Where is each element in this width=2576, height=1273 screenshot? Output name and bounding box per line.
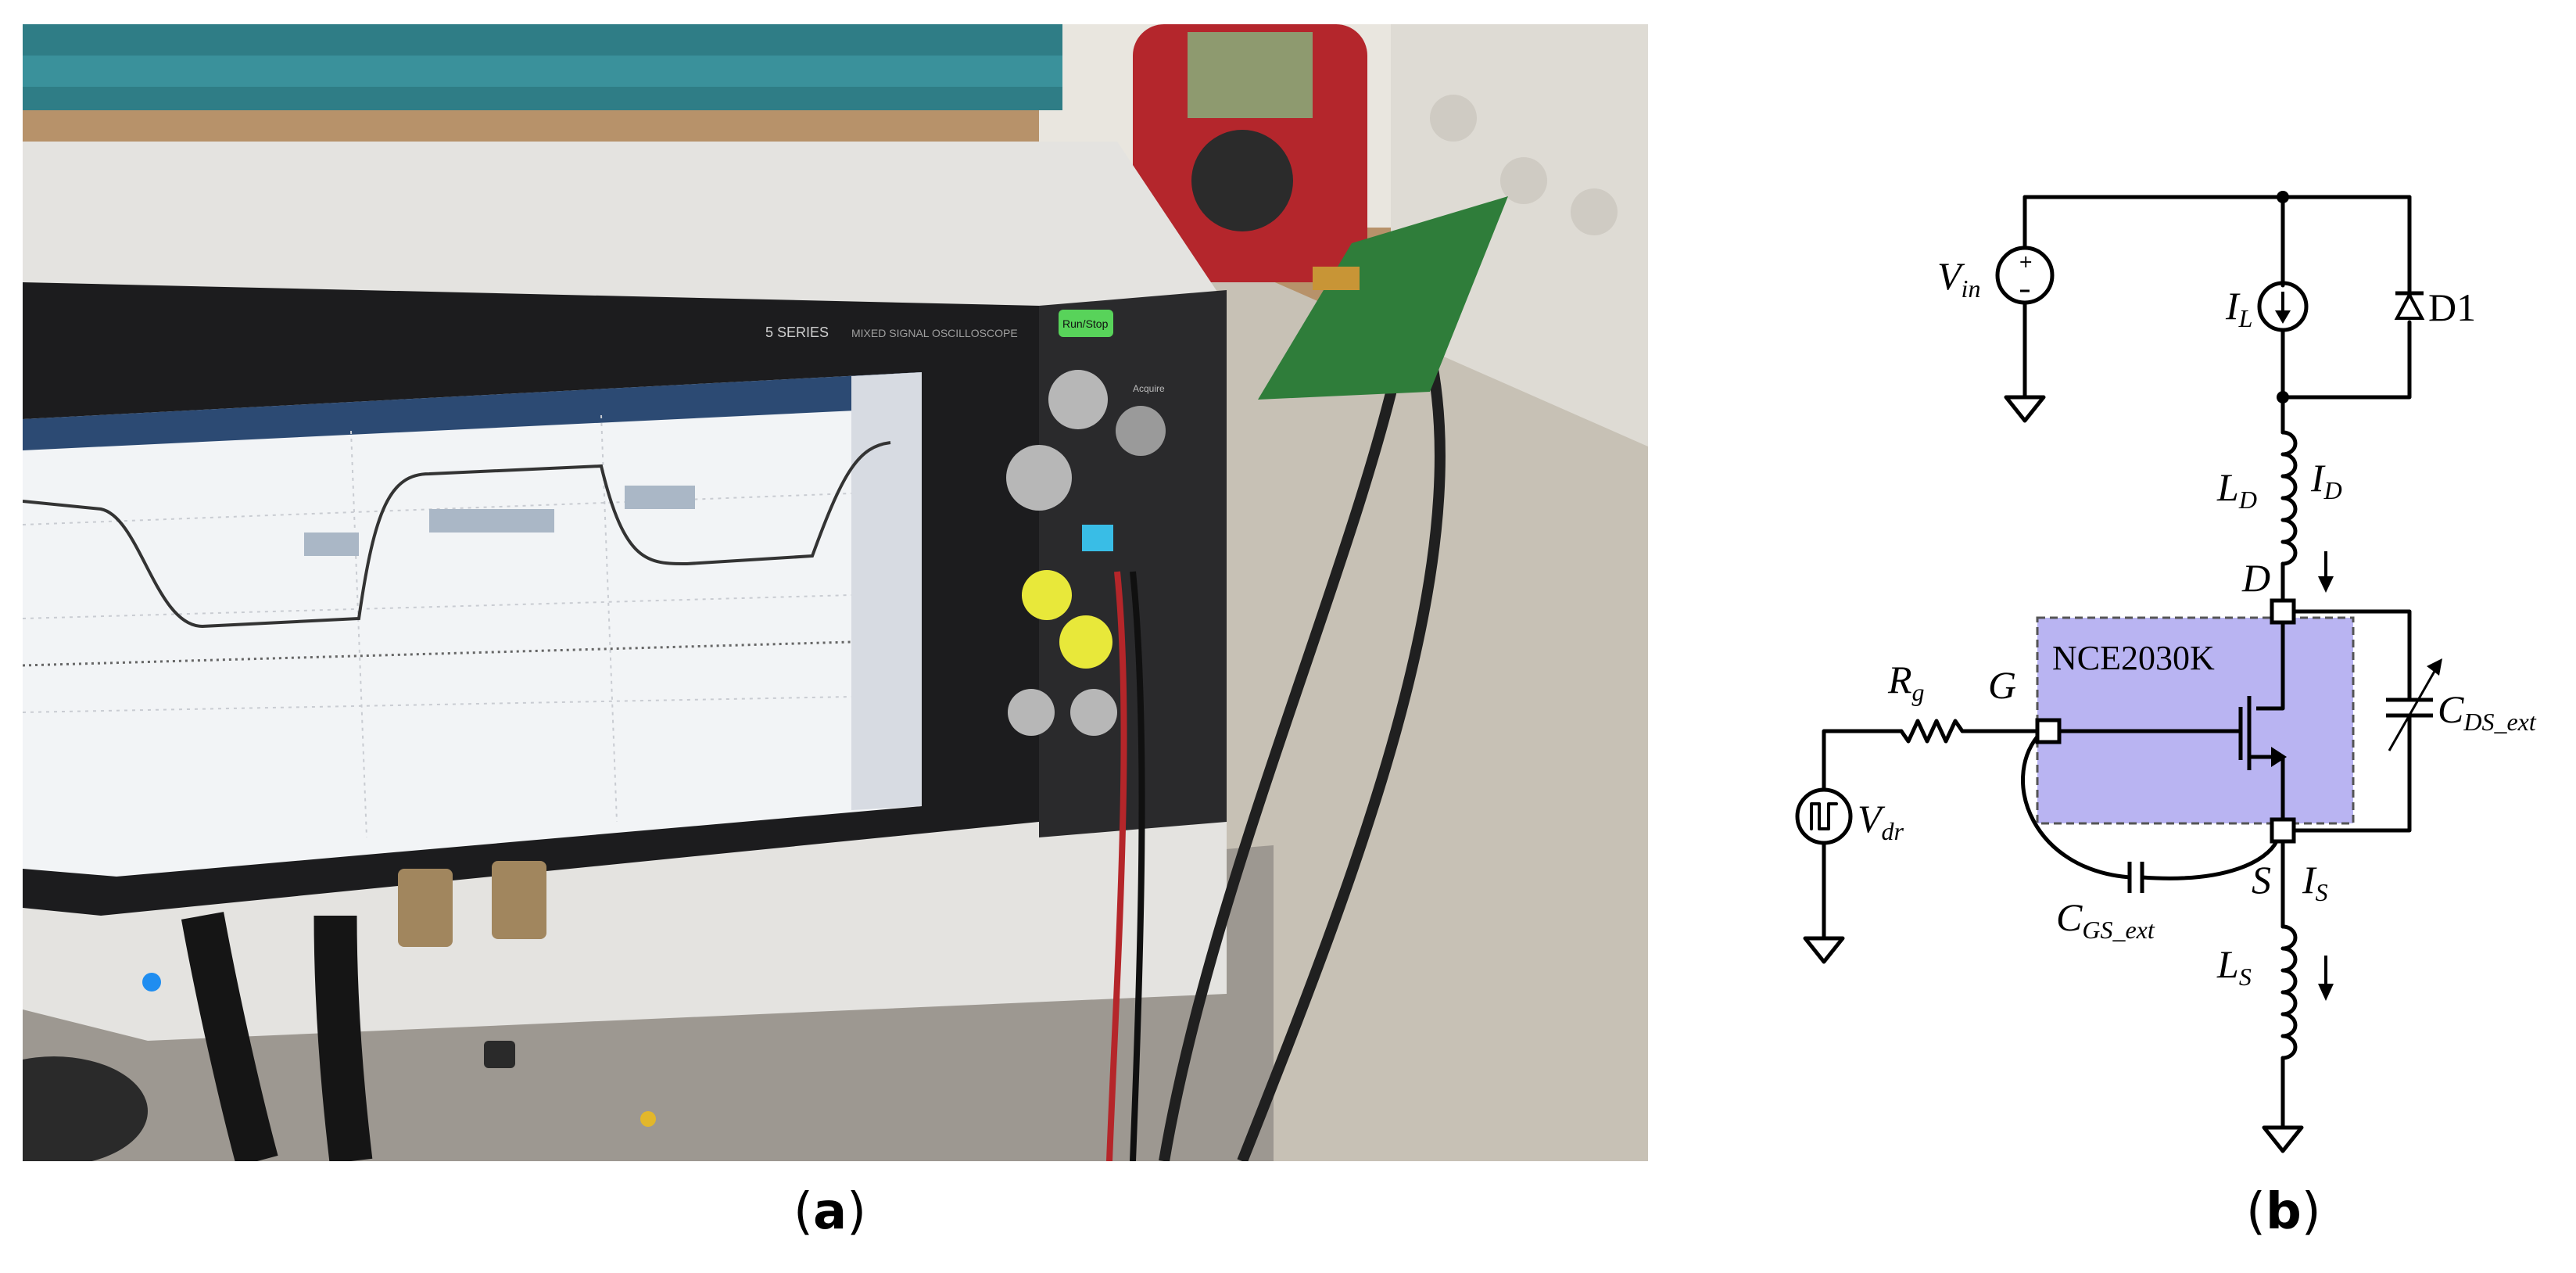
run-stop-button[interactable] xyxy=(1059,310,1113,337)
gate-voltage-waveform xyxy=(23,640,852,667)
device-name: NCE2030K xyxy=(2052,639,2215,677)
pulse-icon xyxy=(1810,802,1838,830)
run-stop-label: Run/Stop xyxy=(1062,317,1109,330)
board-component xyxy=(1313,267,1360,290)
caption-a-letter: a xyxy=(812,1183,847,1241)
channel-button[interactable] xyxy=(1082,525,1113,551)
cds-label: CDS_ext xyxy=(2438,687,2537,736)
scope-knob[interactable] xyxy=(1008,689,1055,736)
cgs-wire-right xyxy=(2140,839,2279,880)
vdr-ground-icon xyxy=(1803,936,1845,964)
measurement-badge xyxy=(429,509,554,533)
psu-knob xyxy=(1500,157,1547,204)
cgs-wire-left xyxy=(2021,734,2132,880)
cgs-label: CGS_ext xyxy=(2056,895,2155,944)
caption-b-letter: b xyxy=(2265,1183,2302,1241)
il-arrow-icon xyxy=(2275,310,2291,324)
vin-ground-icon xyxy=(2004,395,2046,423)
vdr-label: Vdr xyxy=(1858,797,1904,845)
d1-wire-bottom xyxy=(2280,320,2412,400)
id-label: ID xyxy=(2310,456,2342,504)
caption-a: (a) xyxy=(794,1183,867,1241)
multimeter-display xyxy=(1188,32,1313,118)
circuit-schematic: NCE2030K + Vin IL D1 LD ID D Rg G CDS_ex… xyxy=(1795,191,2537,1153)
panel-label: Acquire xyxy=(1133,383,1165,394)
gate-terminal xyxy=(2035,718,2062,744)
gate-label: G xyxy=(1988,663,2016,707)
caption-b: (b) xyxy=(2246,1183,2321,1241)
diode-d1-icon xyxy=(2394,291,2425,320)
power-button-icon[interactable] xyxy=(142,973,161,992)
is-arrow-icon xyxy=(2318,984,2334,1001)
drain-label: D xyxy=(2241,556,2270,600)
mosfet-arrow-icon xyxy=(2271,747,2287,767)
cds-wire-bottom xyxy=(2291,713,2412,833)
scope-knob[interactable] xyxy=(1116,406,1166,456)
scope-brand-text: 5 SERIES xyxy=(765,325,829,340)
mosfet-device-box xyxy=(2036,616,2355,825)
cds-variable-arrow xyxy=(2388,668,2438,751)
source-ground-icon xyxy=(2262,1125,2304,1153)
scope-knob[interactable] xyxy=(1006,445,1072,511)
scope-knob[interactable] xyxy=(1070,689,1117,736)
ls-inductor xyxy=(2280,924,2298,1060)
id-arrow-icon xyxy=(2318,576,2334,593)
cds-variable-arrowhead xyxy=(2427,658,2442,676)
drain-voltage-waveform xyxy=(23,441,891,629)
drain-terminal xyxy=(2270,598,2296,625)
screen-side-panel xyxy=(851,372,922,810)
probe-cable xyxy=(313,915,373,1161)
junction-dot xyxy=(2277,191,2289,203)
small-component xyxy=(484,1041,515,1068)
channel-knob[interactable] xyxy=(1022,570,1072,620)
computer-mouse xyxy=(23,1056,148,1161)
black-test-lead xyxy=(1130,571,1145,1161)
vin-plus-icon: + xyxy=(2019,253,2033,272)
source-label: S xyxy=(2252,858,2271,902)
probe-cable xyxy=(181,912,278,1161)
scope-subtitle-text: MIXED SIGNAL OSCILLOSCOPE xyxy=(851,327,1018,339)
multimeter-dial xyxy=(1191,130,1293,231)
yellow-dot xyxy=(640,1111,656,1127)
il-label: IL xyxy=(2225,284,2252,332)
oscilloscope-screen xyxy=(23,372,922,877)
test-circuit-board xyxy=(1258,196,1508,400)
psu-knob xyxy=(1430,95,1477,142)
ls-label: LS xyxy=(2216,942,2252,991)
vdr-source-circle xyxy=(1795,787,1853,845)
rg-resistor xyxy=(1899,719,1965,744)
screen-menu-bar xyxy=(23,372,922,450)
is-label: IS xyxy=(2302,858,2328,906)
cds-wire-top xyxy=(2291,609,2412,702)
channel-knob[interactable] xyxy=(1059,615,1112,669)
lab-setup-photo: 5 SERIES MIXED SIGNAL OSCILLOSCOPE Run/S… xyxy=(23,24,1648,1161)
probe-connector xyxy=(398,869,453,947)
psu-knob xyxy=(1571,188,1618,235)
probe-connector xyxy=(492,861,546,939)
red-test-lead xyxy=(1106,571,1127,1161)
probe-cable xyxy=(1237,351,1446,1161)
diode-label: D1 xyxy=(2428,285,2476,329)
probe-cable xyxy=(1159,359,1404,1161)
measurement-badge xyxy=(625,486,695,509)
mosfet-drain-lead-over xyxy=(2256,622,2285,711)
scope-knob[interactable] xyxy=(1048,370,1108,429)
ld-inductor xyxy=(2280,430,2298,566)
measurement-badge xyxy=(304,533,359,556)
teal-shelf-highlight xyxy=(23,56,1062,87)
ld-label: LD xyxy=(2216,465,2257,514)
vin-label: Vin xyxy=(1937,254,1980,303)
vdr-wire-top xyxy=(1822,729,1904,792)
source-terminal xyxy=(2270,817,2296,844)
rg-label: Rg xyxy=(1887,658,1925,706)
junction-dot xyxy=(2277,391,2289,403)
